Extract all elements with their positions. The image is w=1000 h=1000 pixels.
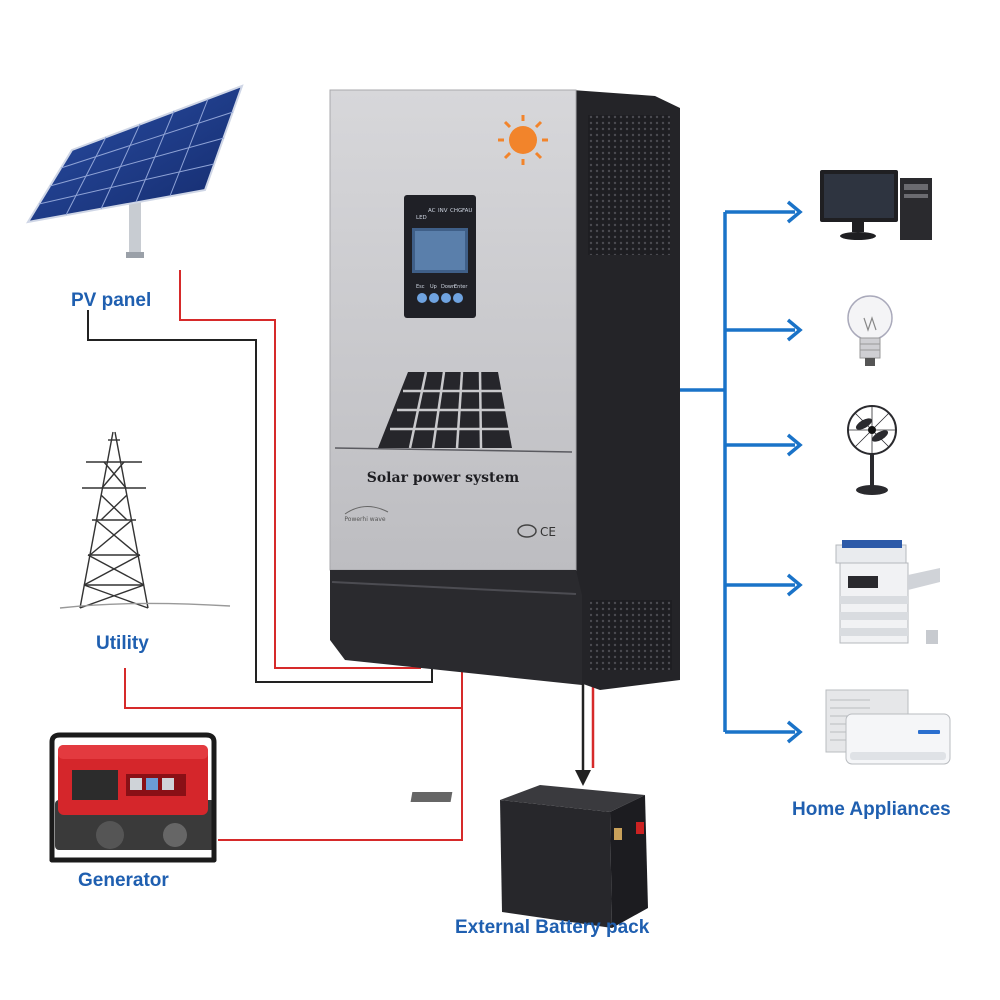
arrow-to-bulb <box>786 318 803 342</box>
enter-button[interactable] <box>453 293 463 303</box>
lcd-header-led: LED <box>416 215 427 221</box>
arrow-to-computer <box>786 200 803 224</box>
ce-mark: CE <box>540 525 556 539</box>
inverter-title: Solar power system <box>367 470 520 486</box>
certification-marks: CE <box>517 524 556 539</box>
air-conditioner-icon <box>825 689 951 765</box>
standing-fan-icon <box>847 405 897 495</box>
copier-icon <box>835 540 940 644</box>
lcd-header-inv: INV <box>438 208 448 214</box>
pv-panel-icon <box>25 84 244 258</box>
sun-logo-icon <box>498 115 548 165</box>
battery-arrow-head <box>575 770 591 786</box>
arrow-to-aircon <box>786 720 803 744</box>
arrow-to-fan <box>786 433 803 457</box>
label-battery: External Battery pack <box>455 917 650 938</box>
up-button[interactable] <box>429 293 439 303</box>
label-appliances: Home Appliances <box>792 799 951 820</box>
output-lines <box>680 200 803 744</box>
btn-label-up: Up <box>430 284 437 290</box>
generator-icon <box>49 732 217 863</box>
labels: PV panel Utility Generator External Batt… <box>71 290 951 938</box>
computer-icon <box>820 170 932 240</box>
utility-tower-icon <box>59 431 231 609</box>
btn-label-esc: Esc <box>416 284 425 290</box>
label-utility: Utility <box>96 633 149 654</box>
utility-red-wire <box>124 662 463 709</box>
lcd-display: LED AC INV CHG FAU Esc Up Down Enter <box>404 195 476 318</box>
generator-red-wire <box>218 700 463 841</box>
light-bulb-icon <box>847 295 893 366</box>
arrow-to-copier <box>786 573 803 597</box>
btn-label-down: Down <box>441 284 455 290</box>
battery-icon <box>410 785 648 928</box>
label-generator: Generator <box>78 870 169 891</box>
lcd-header-ac: AC <box>428 208 436 214</box>
esc-button[interactable] <box>417 293 427 303</box>
pv-black-wire <box>87 310 433 683</box>
label-pv-panel: PV panel <box>71 290 151 311</box>
brand-logo: Powerhi wave <box>344 516 386 523</box>
solar-panel-graphic <box>378 371 512 449</box>
lcd-header-chg: CHG <box>450 208 462 214</box>
btn-label-enter: Enter <box>454 284 468 290</box>
inverter-unit: LED AC INV CHG FAU Esc Up Down Enter <box>329 89 680 690</box>
down-button[interactable] <box>441 293 451 303</box>
lcd-header-fau: FAU <box>462 208 472 214</box>
